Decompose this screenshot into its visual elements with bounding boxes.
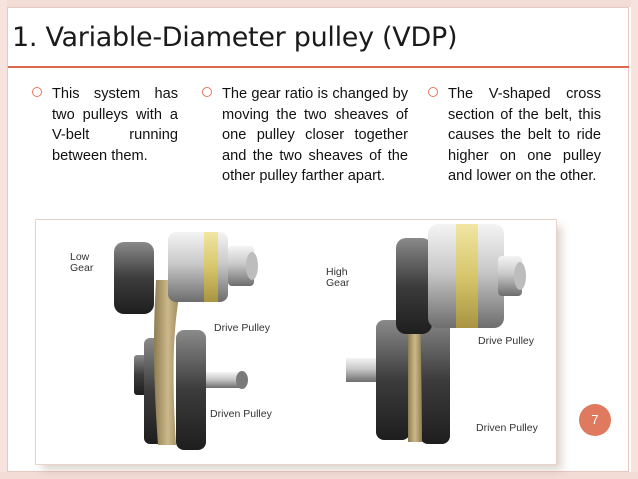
bullet-marker-icon bbox=[32, 87, 42, 97]
bullet-marker-icon bbox=[202, 87, 212, 97]
driven-sheave-front bbox=[176, 330, 206, 450]
pulley-diagram bbox=[114, 224, 526, 450]
bullet-marker-icon bbox=[428, 87, 438, 97]
right-driven-pulley-label: Driven Pulley bbox=[476, 422, 538, 434]
high-gear-label: High Gear bbox=[326, 266, 350, 289]
driven-axle bbox=[346, 358, 376, 382]
right-drive-pulley-label: Drive Pulley bbox=[478, 335, 535, 347]
drive-shaft bbox=[228, 246, 254, 286]
vdp-illustration: Low Gear High Gear Drive Pulley Driven P… bbox=[36, 220, 556, 464]
drive-pulley-band bbox=[204, 232, 218, 302]
bullet-column-3: The V-shaped cross section of the belt, … bbox=[428, 84, 601, 187]
high-gear-assembly bbox=[346, 224, 526, 444]
bullet-text-1: This system has two pulleys with a V-bel… bbox=[52, 86, 178, 164]
drive-sheave-back bbox=[396, 238, 432, 334]
driven-sheave-front bbox=[420, 316, 450, 444]
left-driven-pulley-label: Driven Pulley bbox=[210, 408, 272, 420]
bullet-text-2: The gear ratio is changed by moving the … bbox=[222, 86, 408, 184]
frame-left bbox=[0, 0, 7, 479]
page-number-badge: 7 bbox=[579, 404, 611, 436]
frame-top bbox=[0, 0, 638, 7]
drive-pulley-body bbox=[168, 232, 228, 302]
bullet-text-3: The V-shaped cross section of the belt, … bbox=[448, 86, 601, 184]
driven-axle bbox=[206, 372, 244, 388]
bullet-column-1: This system has two pulleys with a V-bel… bbox=[32, 84, 178, 166]
drive-pulley-band bbox=[456, 224, 478, 328]
slide-title: 1. Variable-Diameter pulley (VDP) bbox=[12, 22, 458, 53]
driven-sheave-back bbox=[376, 320, 410, 440]
low-gear-label: Low Gear bbox=[70, 251, 94, 274]
left-drive-pulley-label: Drive Pulley bbox=[214, 322, 271, 334]
frame-bottom bbox=[0, 472, 638, 479]
title-rule bbox=[8, 66, 629, 68]
drive-sheave-back bbox=[114, 242, 154, 314]
frame-right bbox=[631, 0, 638, 479]
v-belt bbox=[154, 280, 182, 445]
bullet-column-2: The gear ratio is changed by moving the … bbox=[202, 84, 408, 187]
low-gear-assembly bbox=[114, 232, 258, 450]
slide-border bbox=[7, 7, 629, 472]
